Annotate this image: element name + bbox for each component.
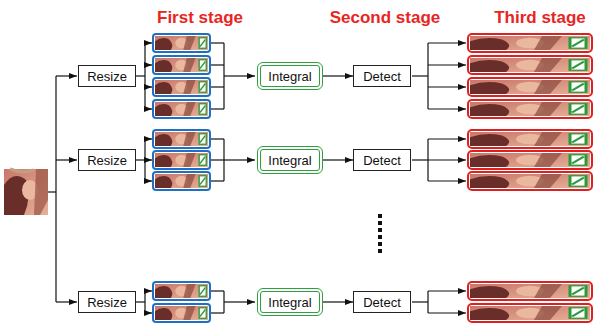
detect-box: Detect bbox=[353, 65, 411, 87]
resize-box: Resize bbox=[78, 149, 136, 171]
flow-arrow bbox=[323, 159, 353, 160]
box-label: Integral bbox=[268, 296, 311, 309]
result-frames bbox=[468, 34, 592, 322]
box-label: Integral bbox=[268, 154, 311, 167]
stage-heading: Second stage bbox=[330, 9, 441, 26]
wires bbox=[48, 43, 466, 313]
box-label: Detect bbox=[363, 154, 401, 167]
box-label: Resize bbox=[87, 70, 127, 83]
resize-box: Resize bbox=[78, 291, 136, 313]
stage-heading: First stage bbox=[157, 9, 243, 26]
integral-box: Integral bbox=[257, 146, 323, 174]
box-label: Integral bbox=[268, 70, 311, 83]
source-image bbox=[4, 169, 48, 215]
box-label: Detect bbox=[363, 70, 401, 83]
integral-box: Integral bbox=[257, 62, 323, 90]
integral-box: Integral bbox=[257, 288, 323, 316]
thumbnail-frames bbox=[153, 34, 210, 322]
resize-box: Resize bbox=[78, 65, 136, 87]
box-label: Resize bbox=[87, 296, 127, 309]
flow-arrow bbox=[323, 75, 353, 76]
detect-box: Detect bbox=[353, 291, 411, 313]
box-label: Detect bbox=[363, 296, 401, 309]
flow-arrow bbox=[323, 301, 353, 302]
box-label: Resize bbox=[87, 154, 127, 167]
stage-heading: Third stage bbox=[494, 9, 586, 26]
ellipsis-dots bbox=[378, 214, 382, 253]
detect-box: Detect bbox=[353, 149, 411, 171]
